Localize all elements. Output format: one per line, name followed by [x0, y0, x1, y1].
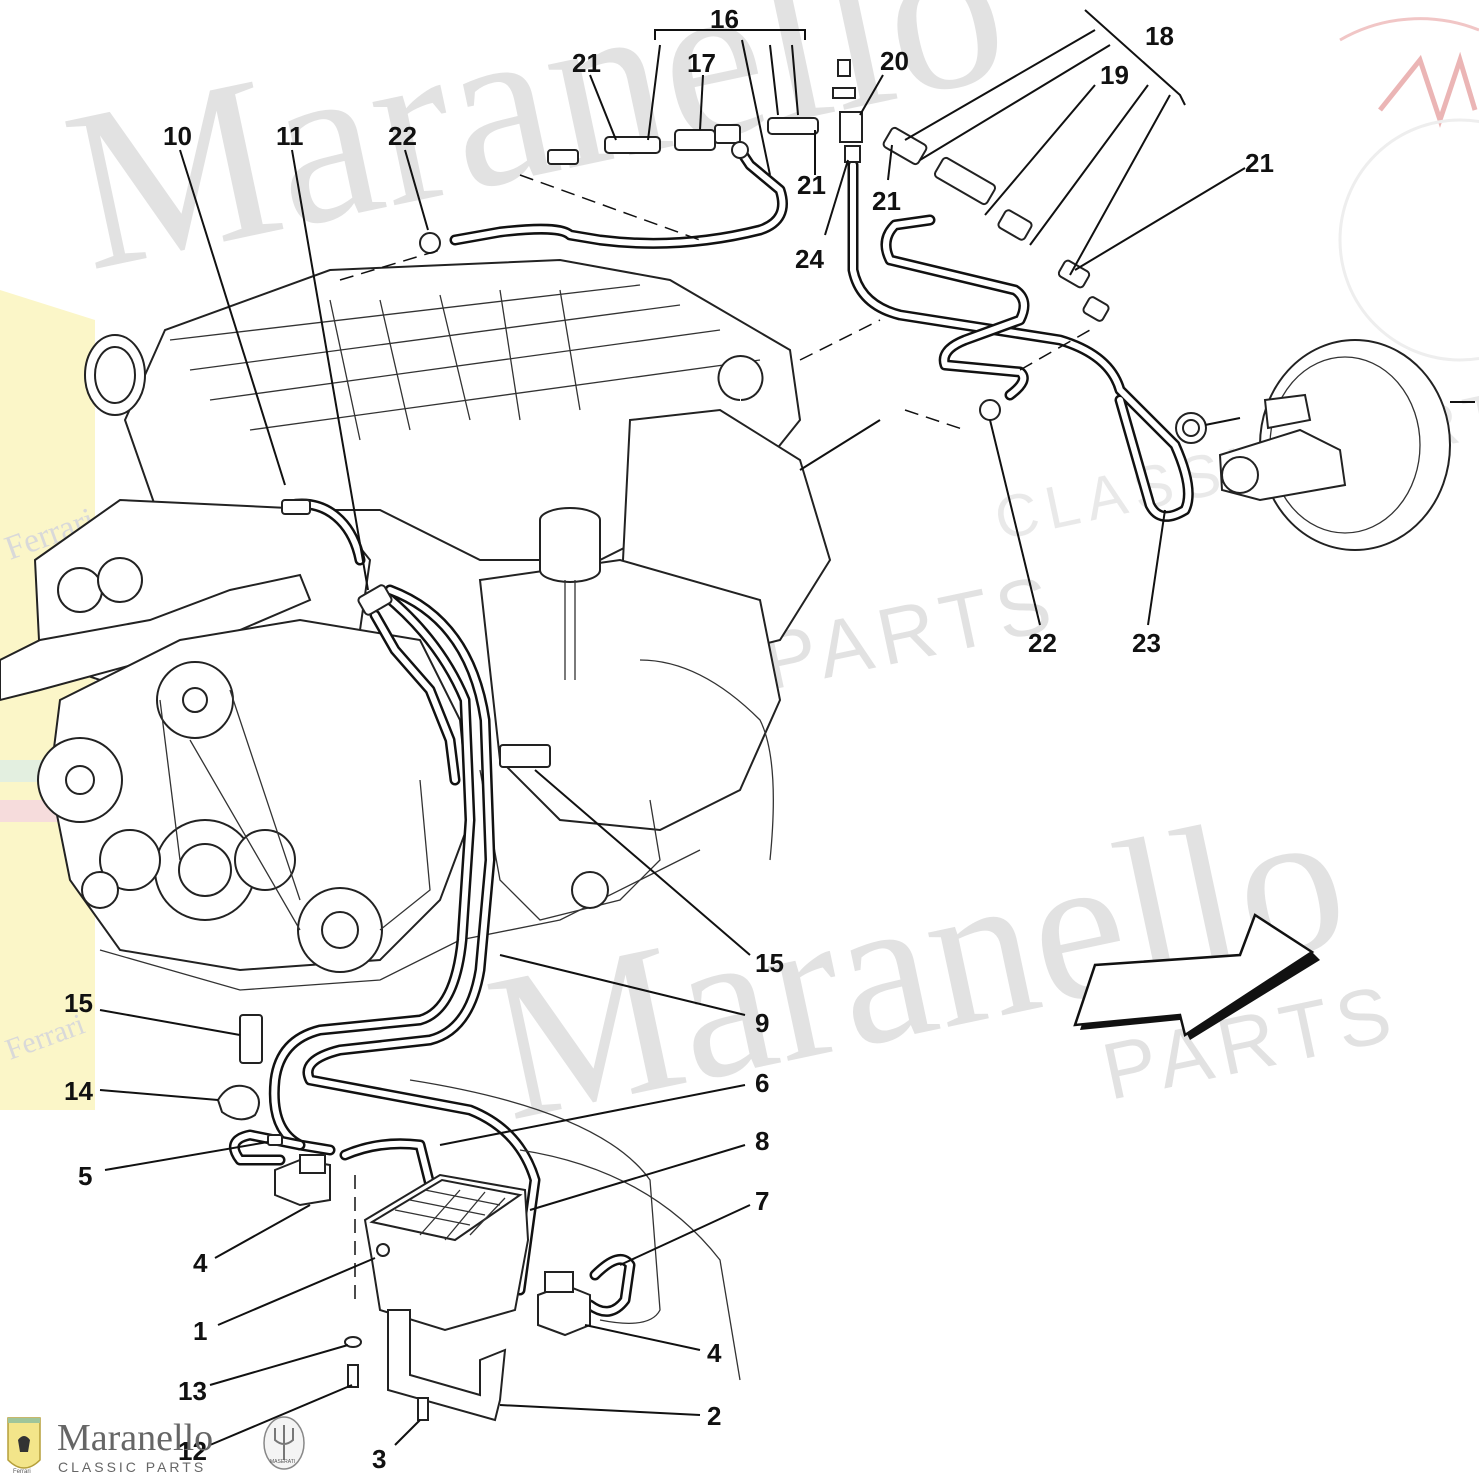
direction-arrow — [1073, 913, 1320, 1040]
clip-15-lower — [239, 1014, 263, 1064]
callout-21-middle: 21 — [797, 170, 826, 200]
callout-20: 20 — [880, 46, 909, 76]
bracket-2 — [387, 1309, 507, 1422]
callout-15-right: 15 — [755, 948, 784, 978]
clip-15-upper — [499, 744, 551, 768]
callout-10: 10 — [163, 121, 192, 151]
callout-labels: 16 21 17 20 18 19 10 11 22 21 21 24 21 2… — [64, 4, 1274, 1474]
fitting-assembly-18 — [882, 126, 1110, 322]
components — [216, 59, 1110, 1422]
callout-19: 19 — [1100, 60, 1129, 90]
callout-5: 5 — [78, 1161, 92, 1191]
screw-12 — [347, 1364, 359, 1388]
clamp-22-upper — [419, 232, 441, 254]
ferrari-shield-icon — [7, 1417, 41, 1469]
callout-22-lower: 22 — [1028, 628, 1057, 658]
callout-21-far-right: 21 — [1245, 148, 1274, 178]
callout-8: 8 — [755, 1126, 769, 1156]
callout-4-upper: 4 — [193, 1248, 208, 1278]
fitting-11 — [357, 584, 393, 616]
callout-16: 16 — [710, 4, 739, 34]
callout-11: 11 — [276, 121, 304, 151]
fitting-assembly-16 — [547, 117, 819, 165]
hose-routing — [228, 144, 1194, 1381]
ferrari-badge-watermark — [0, 290, 95, 1110]
bolt-5 — [267, 1134, 283, 1146]
leader-lines — [99, 9, 1246, 1446]
callout-4-lower: 4 — [707, 1338, 722, 1368]
callout-7: 7 — [755, 1186, 769, 1216]
callout-12: 12 — [178, 1436, 207, 1466]
maserati-seal-watermark — [1338, 17, 1479, 362]
screw-3 — [417, 1397, 429, 1421]
callout-21-top-left: 21 — [572, 48, 601, 78]
washer-13 — [344, 1336, 362, 1348]
callout-2: 2 — [707, 1401, 721, 1431]
engine-assembly — [0, 258, 832, 991]
callout-17: 17 — [687, 48, 716, 78]
footer-seal-text: MASERATI — [270, 1459, 295, 1465]
footer-logo-text: Ferrari — [13, 1469, 31, 1475]
callout-3: 3 — [372, 1444, 386, 1474]
canister-1 — [363, 1173, 530, 1332]
clamp-22-lower — [979, 399, 1001, 421]
footer-brand: Maranello — [57, 1417, 213, 1459]
callout-14: 14 — [64, 1076, 93, 1106]
callout-13: 13 — [178, 1376, 207, 1406]
callout-22-upper: 22 — [388, 121, 417, 151]
callout-23: 23 — [1132, 628, 1161, 658]
clamp-14 — [216, 1084, 260, 1121]
callout-1: 1 — [193, 1316, 207, 1346]
maserati-trident-icon — [263, 1416, 305, 1470]
reference-lines — [339, 174, 1091, 1300]
footer-logo: Ferrari Maranello CLASSIC PARTS MASERATI — [7, 1416, 305, 1475]
callout-18: 18 — [1145, 21, 1174, 51]
brake-servo-assembly — [1175, 339, 1475, 551]
callout-21-right: 21 — [872, 186, 901, 216]
valve-20 — [832, 59, 863, 163]
callout-15-left: 15 — [64, 988, 93, 1018]
footer-subtitle: CLASSIC PARTS — [58, 1459, 206, 1475]
fitting-10 — [281, 499, 311, 515]
callout-24: 24 — [795, 244, 824, 274]
callout-6: 6 — [755, 1068, 769, 1098]
callout-9: 9 — [755, 1008, 769, 1038]
